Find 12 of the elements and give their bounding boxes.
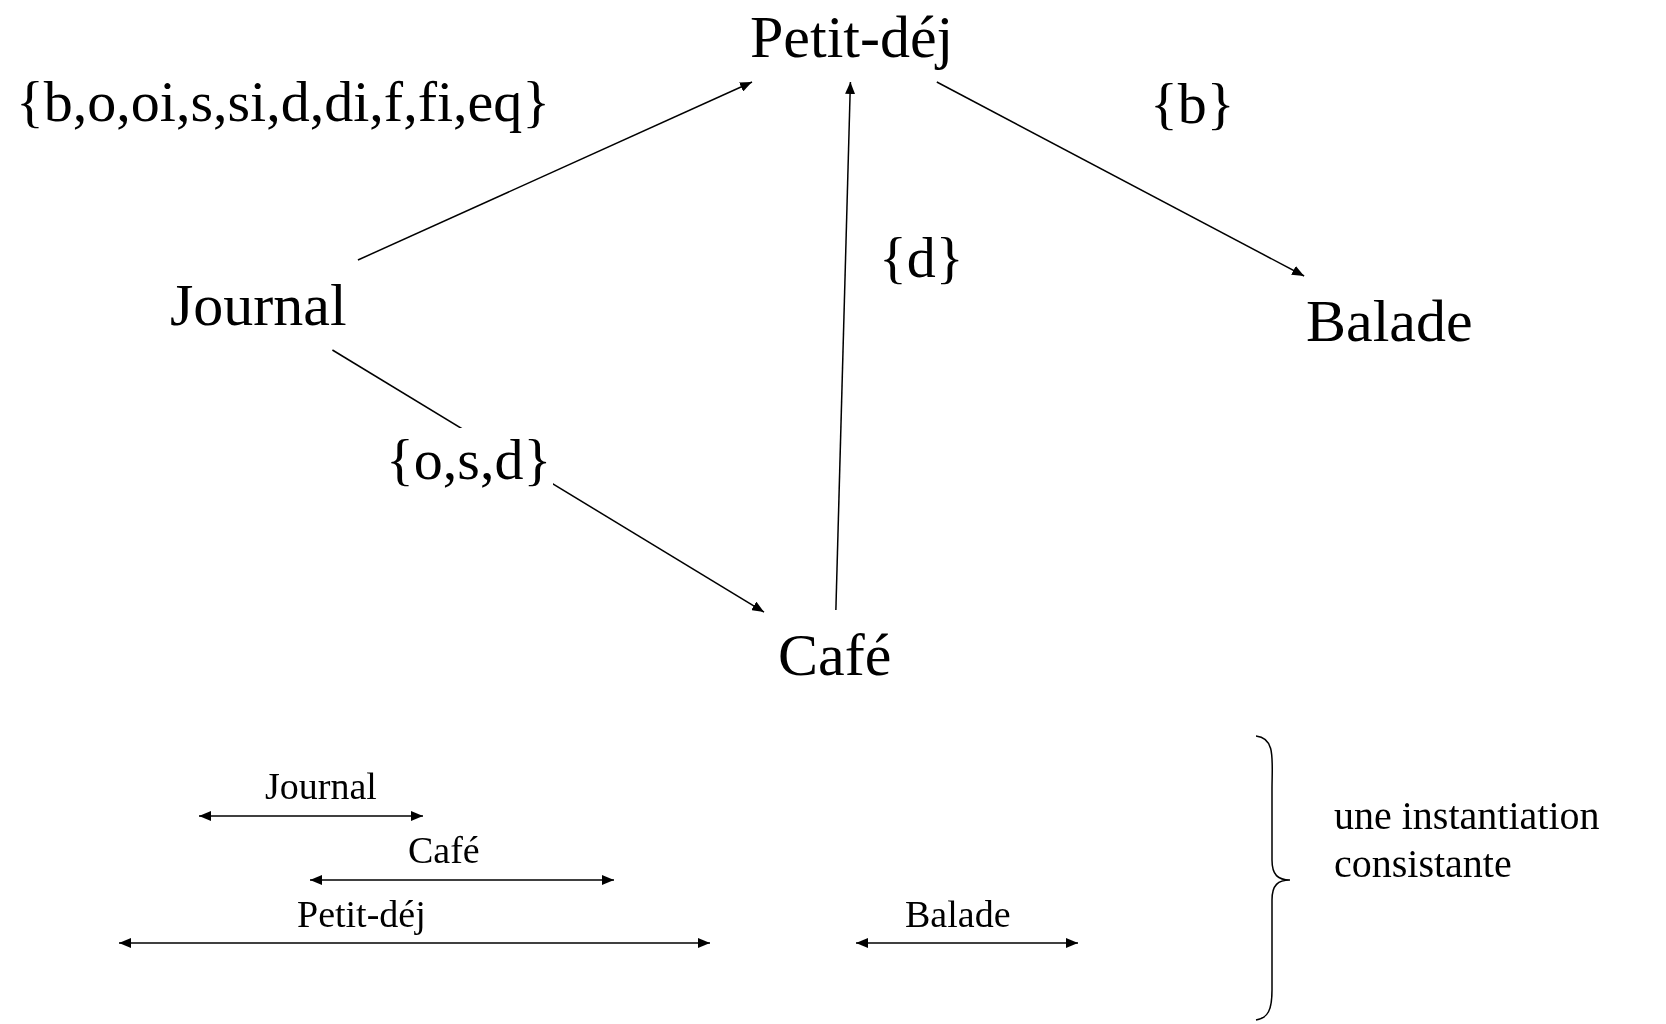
interval-label: Petit-déj: [297, 892, 426, 937]
interval-label: Journal: [265, 764, 377, 809]
arrow: [835, 81, 856, 611]
arrow: [357, 81, 753, 261]
interval-label: Café: [408, 828, 480, 873]
node-label: Petit-déj: [744, 0, 960, 74]
arrow: [936, 81, 1305, 277]
interval-label: Balade: [905, 892, 1011, 937]
node-label: Journal: [164, 268, 353, 342]
node-label: Balade: [1300, 284, 1479, 358]
note: une instantiation consistante: [1334, 792, 1601, 888]
node-label: Café: [772, 618, 898, 692]
